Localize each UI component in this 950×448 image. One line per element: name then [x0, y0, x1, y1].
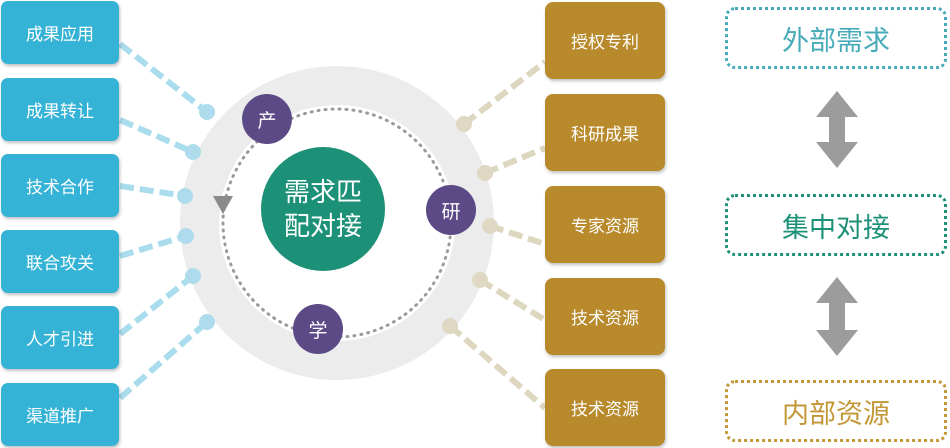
right-connector-dot	[477, 165, 493, 181]
left-item-qudao-tuiguang: 渠道推广	[1, 383, 119, 446]
left-connector-dot	[185, 268, 201, 284]
center-label-line1: 需求匹	[283, 178, 362, 208]
left-connector	[118, 117, 195, 155]
right-item-zhuanjia-ziyuan: 专家资源	[545, 186, 665, 263]
orbit-arrowhead-icon	[213, 196, 233, 214]
right-item-jishu-ziyuan: 技术资源	[545, 278, 665, 355]
left-item-chengguo-zhuanrang: 成果转让	[1, 78, 119, 141]
tag-external-demand: 外部需求	[725, 7, 947, 69]
left-connector	[118, 319, 209, 401]
left-connector-dot	[185, 144, 201, 160]
center-circle	[261, 147, 385, 271]
double-arrow-icon	[816, 91, 858, 356]
left-item-lianhe-gongguan: 联合攻关	[1, 230, 119, 293]
node-xue-label: 学	[308, 319, 328, 342]
node-chan-label: 产	[257, 109, 277, 132]
left-item-chengguo-yingyong: 成果应用	[1, 1, 119, 64]
left-connector-dot	[177, 188, 193, 204]
left-connector-dot	[199, 104, 215, 120]
right-connector	[462, 59, 547, 127]
node-chan	[242, 94, 292, 144]
right-connector	[483, 145, 547, 176]
right-connector	[448, 323, 547, 411]
left-connector-dot	[199, 314, 215, 330]
left-connector	[118, 273, 195, 337]
node-yan	[426, 185, 476, 235]
left-item-jishu-hezuo: 技术合作	[1, 154, 119, 217]
right-connector-dot	[482, 218, 498, 234]
node-yan-label: 研	[441, 200, 461, 223]
left-connector	[119, 183, 186, 199]
tag-central-matching: 集中对接	[725, 194, 947, 256]
center-label-line2: 配对接	[283, 212, 362, 242]
right-item-jishu-ziyuan-2: 技术资源	[545, 369, 665, 446]
tag-internal-resources: 内部资源	[725, 380, 947, 442]
right-connector	[489, 223, 546, 247]
right-connector-dot	[456, 116, 472, 132]
left-connector-dot	[178, 228, 194, 244]
center-label: 需求匹 配对接	[261, 174, 385, 246]
node-xue	[293, 304, 343, 354]
right-connector-dot	[472, 272, 488, 288]
left-connector	[118, 41, 209, 115]
right-item-keyan-chengguo: 科研成果	[545, 94, 665, 171]
left-connector	[119, 233, 187, 259]
right-item-shouquan-zhuanli: 授权专利	[545, 2, 665, 79]
right-connector-dot	[442, 318, 458, 334]
right-connector	[478, 277, 547, 323]
left-item-rencai-yinjin: 人才引进	[1, 306, 119, 369]
